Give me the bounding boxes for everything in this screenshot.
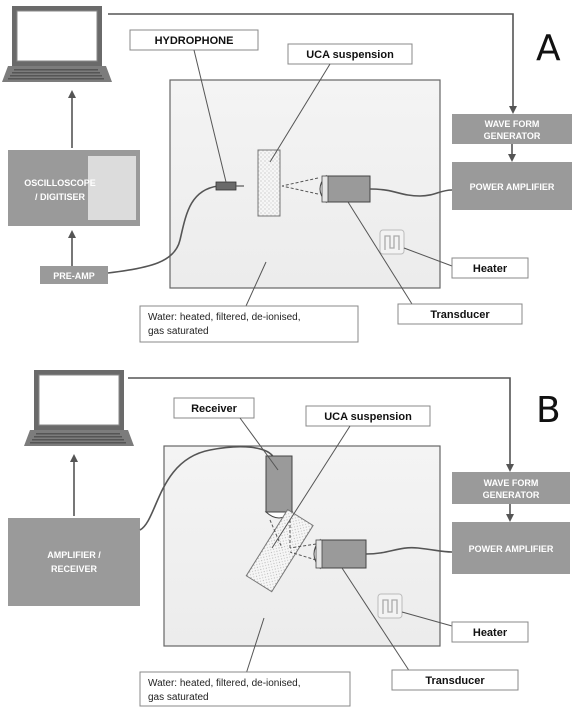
power-amplifier-b: POWER AMPLIFIER — [452, 522, 570, 574]
power-amp-label-b: POWER AMPLIFIER — [469, 544, 554, 554]
oscilloscope-box: OSCILLOSCOPE / DIGITISER — [8, 150, 140, 226]
transducer-callout-b — [391, 669, 519, 691]
transducer-callout-a — [397, 303, 523, 325]
transducer-cable-a — [369, 188, 453, 197]
uca-callout-a — [287, 43, 413, 65]
power-amplifier-a: POWER AMPLIFIER — [452, 162, 572, 210]
water-callout-b — [139, 671, 351, 707]
ultrasound-beam-a — [281, 177, 319, 195]
water-tank — [169, 79, 441, 289]
water-label-b-2: gas saturated — [148, 692, 209, 703]
amplifier-receiver-box: AMPLIFIER / RECEIVER — [8, 518, 140, 606]
oscilloscope-label-1: OSCILLOSCOPE — [24, 178, 96, 188]
wfg-label-b-2: GENERATOR — [483, 490, 540, 500]
transducer-icon-a — [319, 174, 371, 204]
oscilloscope-label-2: / DIGITISER — [35, 192, 86, 202]
transducer-cable-b — [365, 546, 453, 555]
wave-form-generator-b: WAVE FORM GENERATOR — [452, 472, 570, 504]
transducer-icon-b — [313, 538, 367, 570]
wave-form-generator-a: WAVE FORM GENERATOR — [452, 114, 572, 144]
ultrasound-beam-b — [269, 519, 317, 561]
uca-callout-b — [305, 405, 431, 427]
water-callout-a — [139, 305, 359, 343]
pre-amp-box: PRE-AMP — [40, 266, 108, 284]
laptop-icon — [2, 6, 112, 82]
water-label-a-2: gas saturated — [148, 326, 209, 337]
panel-b: AMPLIFIER / RECEIVER Receiver UCA suspen… — [8, 370, 570, 707]
transducer-label-b: Transducer — [425, 675, 485, 687]
wfg-label-a-2: GENERATOR — [484, 131, 541, 141]
water-label-b-1: Water: heated, filtered, de-ionised, — [148, 678, 301, 689]
uca-label-a: UCA suspension — [306, 49, 394, 61]
uca-cuvette — [257, 149, 281, 217]
hydrophone-label: HYDROPHONE — [155, 35, 234, 47]
hydrophone-cable — [107, 185, 219, 274]
receiver-callout — [173, 397, 255, 419]
panel-a-letter: A — [536, 28, 561, 69]
receiver-transducer-icon — [264, 455, 294, 519]
computer-to-generator-line-b — [128, 377, 514, 472]
heater-callout-b — [451, 621, 529, 643]
uca-cuvette-b — [245, 508, 314, 593]
laptop-icon-b — [24, 370, 134, 446]
panel-a: OSCILLOSCOPE / DIGITISER PRE-AMP HYDROPH… — [2, 6, 572, 343]
water-label-a-1: Water: heated, filtered, de-ionised, — [148, 312, 301, 323]
wfg-label-b-1: WAVE FORM — [484, 478, 539, 488]
heater-label-b: Heater — [473, 627, 508, 639]
receiver-label: Receiver — [191, 403, 238, 415]
amp-receiver-label-1: AMPLIFIER / — [47, 550, 101, 560]
computer-to-generator-line — [108, 13, 517, 114]
wfg-label-a-1: WAVE FORM — [485, 119, 540, 129]
panel-b-letter: B — [536, 390, 561, 431]
hydrophone-icon — [215, 181, 237, 191]
amp-receiver-label-2: RECEIVER — [51, 564, 98, 574]
pre-amp-label: PRE-AMP — [53, 271, 95, 281]
uca-label-b: UCA suspension — [324, 411, 412, 423]
power-amp-label-a: POWER AMPLIFIER — [470, 182, 555, 192]
transducer-label-a: Transducer — [430, 309, 490, 321]
receiver-cable — [139, 445, 275, 531]
heater-icon-a — [379, 229, 405, 255]
heater-icon-b — [377, 593, 403, 619]
heater-callout-a — [451, 257, 529, 279]
heater-label-a: Heater — [473, 263, 508, 275]
